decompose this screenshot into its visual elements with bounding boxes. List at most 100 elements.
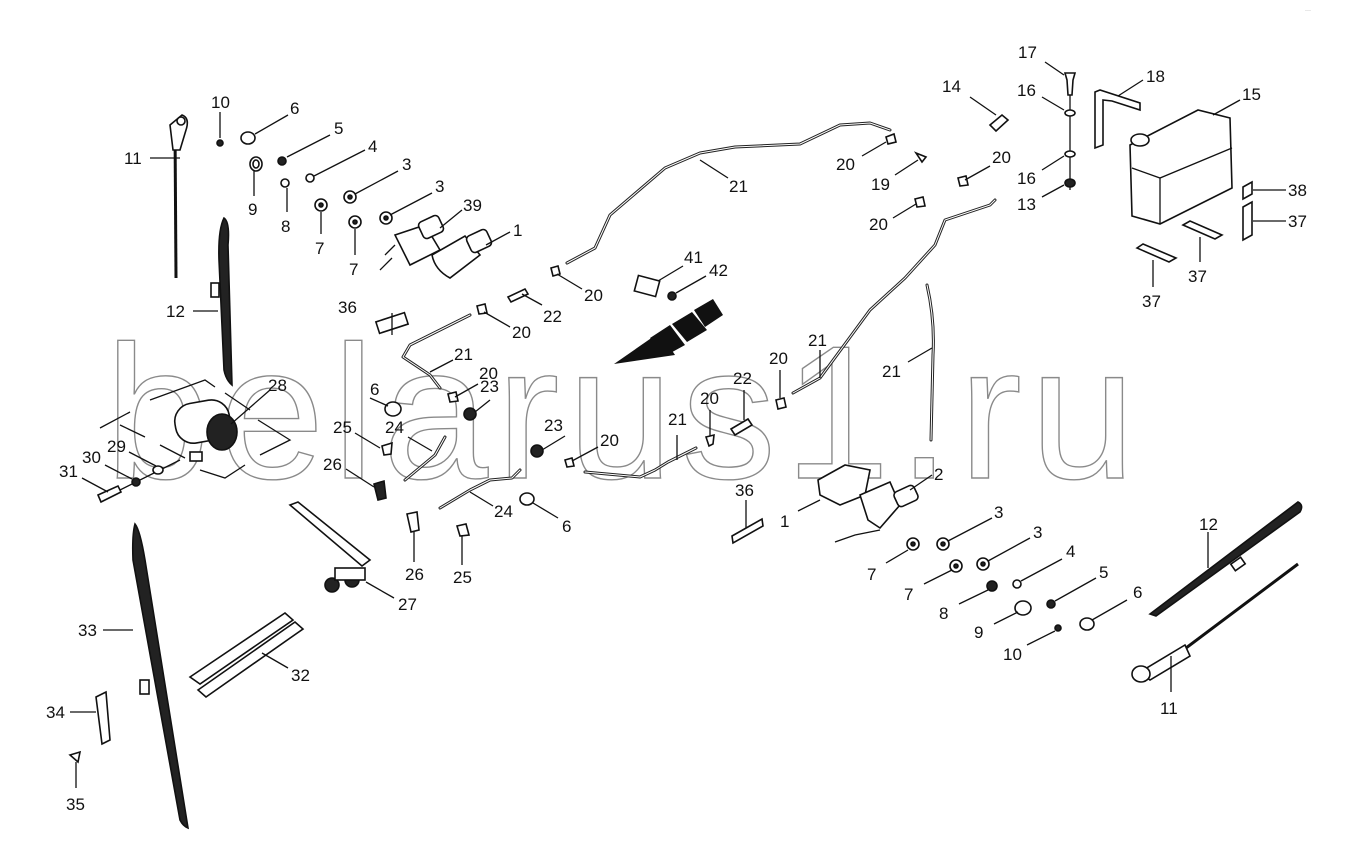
- callout: 21: [882, 362, 901, 381]
- callout: 27: [398, 595, 417, 614]
- center-lower-connectors: 23 20 21 20: [530, 389, 719, 479]
- callout: 21: [808, 331, 827, 350]
- callout: 12: [1199, 515, 1218, 534]
- relay-41-42: 41 42: [633, 248, 728, 301]
- callout: 31: [59, 462, 78, 481]
- callout: 7: [904, 585, 913, 604]
- callout: 22: [543, 307, 562, 326]
- washer-tube-upper: 21: [565, 121, 892, 265]
- callout: 20: [836, 155, 855, 174]
- washer-tubes-right: 21 21 20 22: [729, 198, 997, 442]
- direction-arrow-icon: [614, 299, 723, 364]
- callout: 33: [78, 621, 97, 640]
- callout: 21: [729, 177, 748, 196]
- callout: 13: [1017, 195, 1036, 214]
- callout: 5: [334, 119, 343, 138]
- callout: 4: [1066, 542, 1075, 561]
- callout: 18: [1146, 67, 1165, 86]
- callout: 21: [668, 410, 687, 429]
- callout: 20: [512, 323, 531, 342]
- washer-tube-mid-left: 21 20 6 23: [369, 313, 499, 421]
- wiper-arms-32: 32: [188, 611, 310, 699]
- callout: 42: [709, 261, 728, 280]
- callout: 10: [211, 93, 230, 112]
- callout: 25: [453, 568, 472, 587]
- callout: 9: [974, 623, 983, 642]
- callout: 37: [1288, 212, 1307, 231]
- callout: 6: [1133, 583, 1142, 602]
- callout: 32: [291, 666, 310, 685]
- hardware-stack-left: [216, 131, 393, 229]
- callouts-front-left: 10 6 5 4 3 3 39 1 11 9 8 7 7 12: [124, 93, 522, 321]
- callout: 16: [1017, 169, 1036, 188]
- callout: 14: [942, 77, 961, 96]
- callout: 12: [166, 302, 185, 321]
- callout: 20: [992, 148, 1011, 167]
- callout: 4: [368, 137, 377, 156]
- callout: 20: [869, 215, 888, 234]
- callout: 3: [994, 503, 1003, 522]
- callout: 1: [780, 512, 789, 531]
- callout: 20: [600, 431, 619, 450]
- callout: 3: [402, 155, 411, 174]
- callout: 3: [435, 177, 444, 196]
- callout: 21: [454, 345, 473, 364]
- callout: 28: [268, 376, 287, 395]
- corner-mark: ···: [1305, 8, 1311, 14]
- callout: 25: [333, 418, 352, 437]
- wiper-blade-33: 33: [78, 522, 190, 830]
- callout: 6: [370, 380, 379, 399]
- callout: 11: [1160, 699, 1178, 718]
- callout: 7: [349, 260, 358, 279]
- callout: 39: [463, 196, 482, 215]
- callout: 35: [66, 795, 85, 814]
- hardware-stack-right: 3 3 4 5 6 7 7 8 9 10: [867, 503, 1142, 664]
- callout: 19: [871, 175, 890, 194]
- callout: 38: [1288, 181, 1307, 200]
- callout: 11: [124, 149, 142, 168]
- callout: 20: [700, 389, 719, 408]
- callout: 37: [1188, 267, 1207, 286]
- callout: 26: [405, 565, 424, 584]
- bolt-17-washer-stack: 17 16 16 13: [1017, 43, 1077, 214]
- wiper-arm-right: 11: [1131, 562, 1299, 718]
- callout: 6: [562, 517, 571, 536]
- wiper-motor-right: 2 1 36: [731, 464, 943, 545]
- callout: 1: [513, 221, 522, 240]
- callout: 30: [82, 448, 101, 467]
- check-valve-14: 14: [942, 77, 1010, 133]
- labels-37-38: 38 37 37 37: [1135, 180, 1307, 311]
- callout: 9: [248, 200, 257, 219]
- watermark: belarus1.ru: [105, 307, 1144, 519]
- callout: 7: [315, 239, 324, 258]
- callout: 20: [584, 286, 603, 305]
- callout: 36: [735, 481, 754, 500]
- wiper-motor-cover-1: [431, 228, 493, 279]
- callout: 6: [290, 99, 299, 118]
- callout: 24: [494, 502, 513, 521]
- bolt-washers-29-31: [96, 459, 181, 504]
- callout: 20: [769, 349, 788, 368]
- callout: 16: [1017, 81, 1036, 100]
- callout: 22: [733, 369, 752, 388]
- callout: 41: [684, 248, 703, 267]
- callouts-rear-left-a: 28 29 30 31 25 26 24 24 6 26 25: [59, 376, 571, 587]
- callout: 17: [1018, 43, 1037, 62]
- callout: 15: [1242, 85, 1261, 104]
- bracket-18: 18: [1094, 67, 1165, 150]
- callout: 37: [1142, 292, 1161, 311]
- callout: 20: [479, 364, 498, 383]
- connectors-center-a: 20 20 22 36: [338, 265, 603, 342]
- callout: 3: [1033, 523, 1042, 542]
- rear-wiper-motor-28: [99, 379, 292, 479]
- connectors-right-top: 20 19 20 20: [836, 132, 1011, 234]
- callout: 7: [867, 565, 876, 584]
- callout: 2: [934, 465, 943, 484]
- callout: 23: [544, 416, 563, 435]
- clip-34-35: 34 35: [46, 690, 111, 814]
- callout: 34: [46, 703, 65, 722]
- callout: 23: [480, 377, 499, 396]
- callout: 24: [385, 418, 404, 437]
